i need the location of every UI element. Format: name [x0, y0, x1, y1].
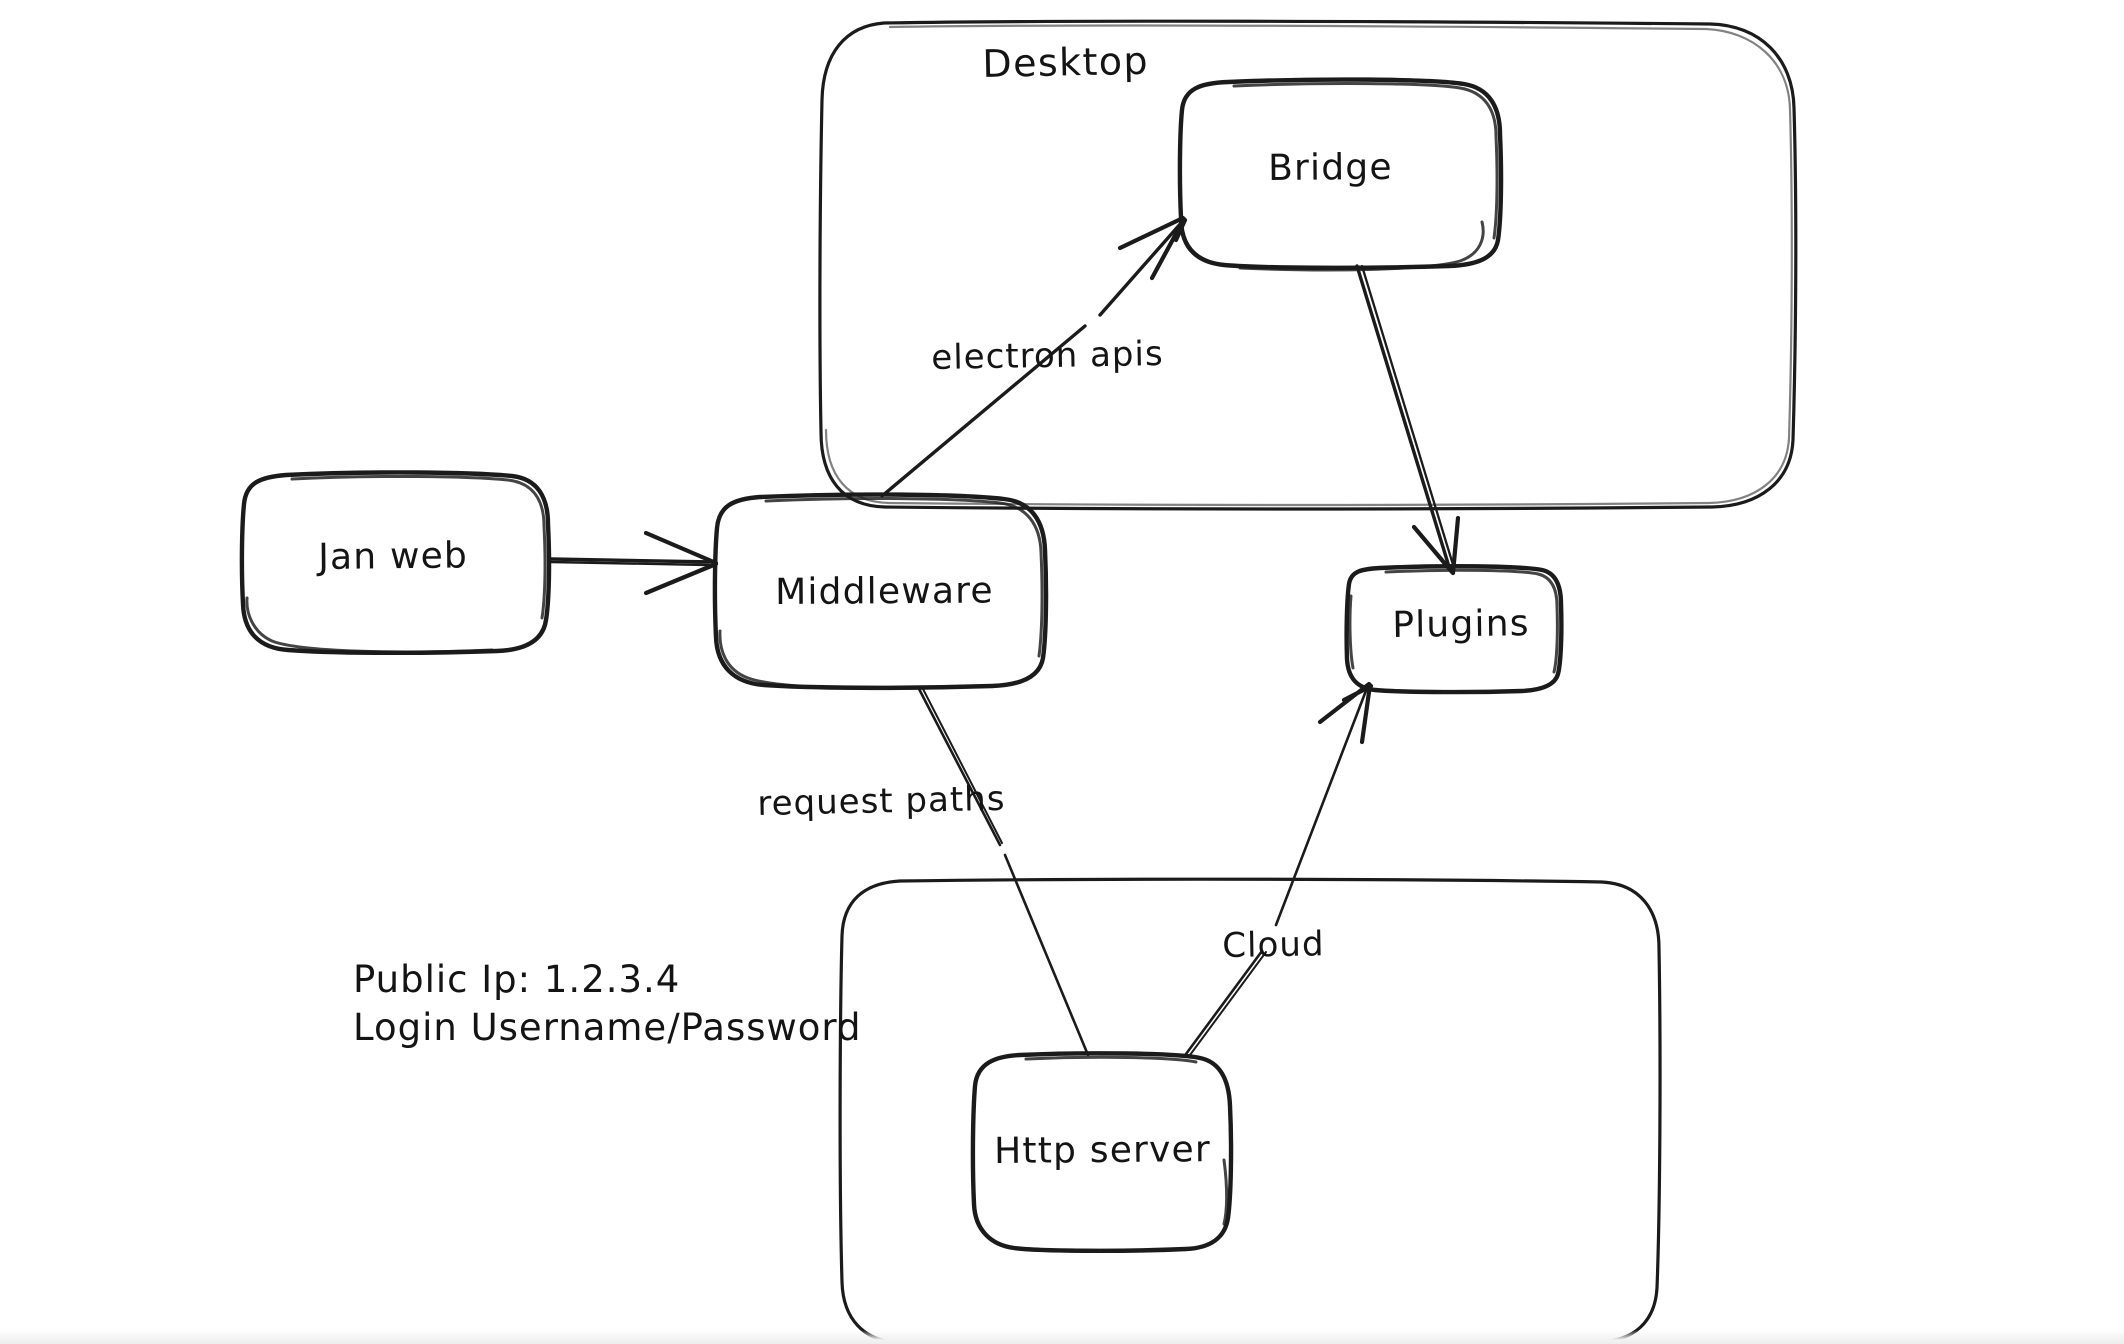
edge-label-electron-apis: electron apis	[931, 333, 1164, 378]
note-credentials: Public Ip: 1.2.3.4 Login Username/Passwo…	[353, 956, 861, 1052]
node-label-middleware: Middleware	[775, 570, 994, 613]
node-label-jan-web: Jan web	[318, 535, 469, 578]
edge-bridge-to-plugins	[1355, 264, 1461, 576]
node-label-plugins: Plugins	[1392, 603, 1530, 646]
node-label-bridge: Bridge	[1268, 146, 1393, 189]
group-label-desktop: Desktop	[982, 38, 1150, 86]
edge-label-request-paths: request paths	[757, 778, 1006, 824]
note-line-public-ip: Public Ip: 1.2.3.4	[353, 958, 681, 1001]
node-label-http-server: Http server	[994, 1129, 1212, 1172]
edge-middleware-to-bridge	[880, 215, 1188, 498]
note-line-login: Login Username/Password	[353, 1006, 862, 1050]
arrowhead-bridge-in	[1117, 215, 1188, 281]
node-plugins[interactable]	[1344, 564, 1564, 695]
edge-janweb-to-middleware	[549, 530, 719, 596]
edge-label-cloud: Cloud	[1222, 924, 1325, 966]
node-http-server[interactable]	[970, 1051, 1234, 1254]
arrowhead-plugins-in-top	[1411, 515, 1461, 576]
edge-http-to-plugins	[1184, 681, 1374, 1056]
page-bottom-edge	[0, 1330, 2124, 1344]
node-middleware[interactable]	[712, 492, 1049, 691]
node-bridge[interactable]	[1177, 77, 1504, 272]
arrowhead-middleware-in	[643, 530, 719, 596]
node-jan-web[interactable]	[239, 470, 552, 656]
arrowhead-plugins-in-bottom	[1317, 681, 1374, 745]
edge-middleware-to-http	[916, 685, 1090, 1057]
group-container-desktop	[818, 19, 1798, 511]
